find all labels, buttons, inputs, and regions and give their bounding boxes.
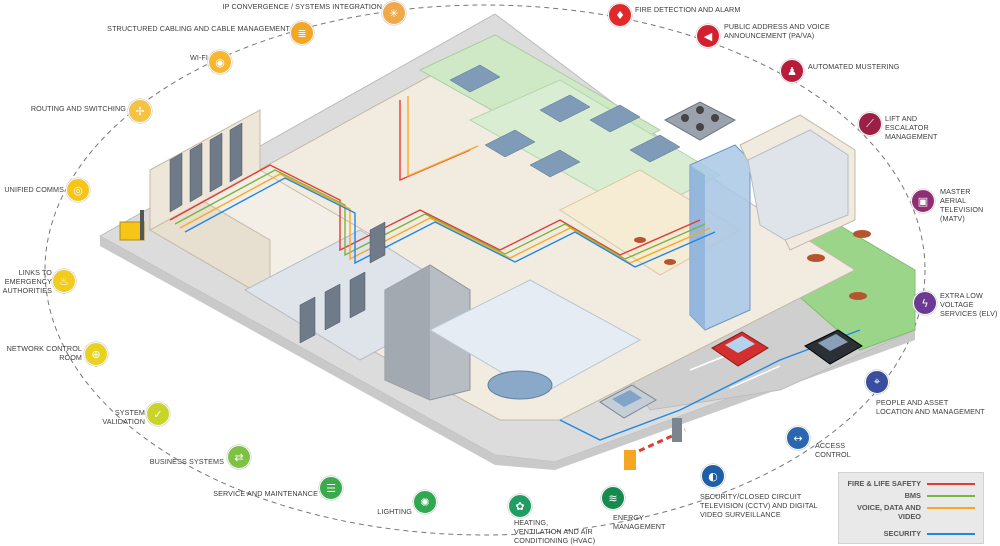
legend-swatch <box>927 495 975 497</box>
service-label-pa: PUBLIC ADDRESS AND VOICE ANNOUNCEMENT (P… <box>724 22 830 40</box>
service-label-comms: UNIFIED COMMS <box>4 185 64 194</box>
service-label-matv: MASTER AERIAL TELEVISION (MATV) <box>940 187 984 223</box>
emergency-icon: ♨ <box>52 269 76 293</box>
service-label-elv: EXTRA LOW VOLTAGE SERVICES (ELV) <box>940 291 998 318</box>
service-label-lighting: LIGHTING <box>377 507 412 516</box>
flame-icon: ♦ <box>608 3 632 27</box>
service-label-cctv: SECURITY/CLOSED CIRCUIT TELEVISION (CCTV… <box>700 492 818 519</box>
legend-swatch <box>927 533 975 535</box>
location-icon: ⌖ <box>865 370 889 394</box>
lightbulb-icon: ✺ <box>413 490 437 514</box>
legend-swatch <box>927 507 975 509</box>
service-label-lift: LIFT AND ESCALATOR MANAGEMENT <box>885 114 938 141</box>
service-label-muster: AUTOMATED MUSTERING <box>808 62 900 71</box>
camera-icon: ◐ <box>701 464 725 488</box>
comms-icon: ◎ <box>66 178 90 202</box>
service-label-business: BUSINESS SYSTEMS <box>149 457 224 466</box>
people-icon: ♟ <box>780 59 804 83</box>
service-label-hvac: HEATING, VENTILATION AND AIR CONDITIONIN… <box>514 518 596 545</box>
legend-item: VOICE, DATA AND VIDEO <box>839 503 983 521</box>
red-car <box>711 331 769 367</box>
speaker-icon: ◀ <box>696 24 720 48</box>
handshake-icon: ⇄ <box>227 445 251 469</box>
legend-label: FIRE & LIFE SAFETY <box>847 479 922 488</box>
legend-item: BMS <box>839 491 983 503</box>
legend-swatch <box>927 483 975 485</box>
service-label-location: PEOPLE AND ASSET LOCATION AND MANAGEMENT <box>876 398 985 416</box>
elv-icon: ϟ <box>913 291 937 315</box>
router-icon: ✢ <box>128 99 152 123</box>
energy-icon: ≋ <box>601 486 625 510</box>
tv-icon: ▣ <box>911 189 935 213</box>
service-label-routing: ROUTING AND SWITCHING <box>30 104 126 113</box>
check-icon: ✓ <box>146 402 170 426</box>
escalator-icon: ⟋ <box>858 112 882 136</box>
forklift <box>119 210 145 241</box>
network-hub-icon: ✳ <box>382 1 406 25</box>
silver-car <box>599 384 657 419</box>
hvac-unit <box>663 101 737 141</box>
reception-desk <box>487 370 553 400</box>
service-label-fire: FIRE DETECTION AND ALARM <box>635 5 741 14</box>
checklist-icon: ☰ <box>319 476 343 500</box>
legend-label: BMS <box>904 491 921 500</box>
legend: FIRE & LIFE SAFETY BMS VOICE, DATA AND VID… <box>838 472 984 544</box>
fan-icon: ✿ <box>508 494 532 518</box>
systems-ring <box>44 4 926 536</box>
legend-item: FIRE & LIFE SAFETY <box>839 479 983 491</box>
service-label-ncr: NETWORK CONTROL ROOM <box>6 344 82 362</box>
service-label-ip: IP CONVERGENCE / SYSTEMS INTEGRATION <box>222 2 382 11</box>
service-label-cabling: STRUCTURED CABLING AND CABLE MANAGEMENT <box>107 24 290 33</box>
cable-icon: ≣ <box>290 21 314 45</box>
wifi-icon: ◉ <box>208 50 232 74</box>
service-label-validation: SYSTEM VALIDATION <box>102 408 145 426</box>
legend-item: SECURITY <box>839 529 983 541</box>
black-car <box>804 329 863 365</box>
service-label-energy: ENERGY MANAGEMENT <box>613 513 666 531</box>
service-label-wifi: WI-FI <box>189 53 208 62</box>
legend-label: SECURITY <box>883 529 921 538</box>
crosshair-icon: ⊕ <box>84 342 108 366</box>
service-label-service: SERVICE AND MAINTENANCE <box>213 489 318 498</box>
service-label-access: ACCESS CONTROL <box>815 441 851 459</box>
legend-label: VOICE, DATA AND VIDEO <box>856 503 921 521</box>
service-label-links: LINKS TO EMERGENCY AUTHORITIES <box>2 268 52 295</box>
access-icon: ↔ <box>786 426 810 450</box>
